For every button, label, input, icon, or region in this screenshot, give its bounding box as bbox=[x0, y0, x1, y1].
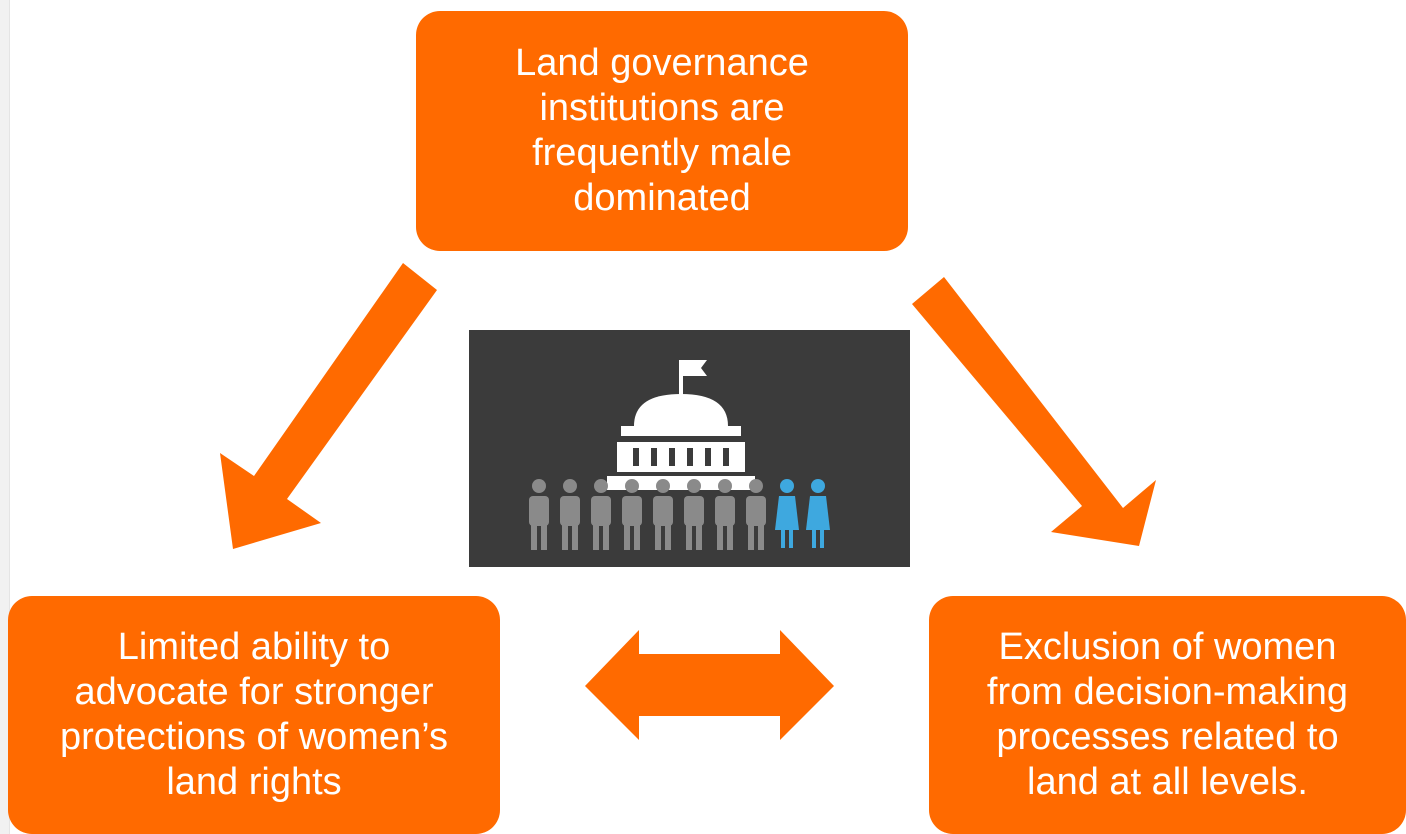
double-arrow-left-right bbox=[585, 630, 834, 740]
government-building-with-people-icon bbox=[469, 330, 910, 567]
man-figure-icon bbox=[746, 479, 766, 550]
slide-left-edge bbox=[0, 0, 10, 834]
arrow-top-to-left bbox=[220, 263, 437, 549]
node-left-text: Limited ability to advocate for stronger… bbox=[60, 626, 448, 803]
node-top-text: Land governance institutions are frequen… bbox=[515, 42, 809, 219]
arrow-top-to-right bbox=[912, 277, 1156, 546]
man-figure-icon bbox=[684, 479, 704, 550]
man-figure-icon bbox=[529, 479, 549, 550]
dome-icon bbox=[634, 394, 728, 426]
man-figure-icon bbox=[622, 479, 642, 550]
building-base bbox=[607, 476, 755, 490]
flag-icon bbox=[683, 360, 707, 376]
node-male-dominated-institutions: Land governance institutions are frequen… bbox=[416, 11, 908, 251]
woman-figure-icon bbox=[775, 479, 799, 548]
man-figure-icon bbox=[653, 479, 673, 550]
man-figure-icon bbox=[591, 479, 611, 550]
people-row-icon bbox=[529, 479, 830, 550]
flag-pole bbox=[679, 360, 683, 400]
man-figure-icon bbox=[715, 479, 735, 550]
woman-figure-icon bbox=[806, 479, 830, 548]
building-columns bbox=[633, 448, 729, 466]
node-limited-advocacy: Limited ability to advocate for stronger… bbox=[8, 596, 500, 834]
man-figure-icon bbox=[560, 479, 580, 550]
dome-base bbox=[621, 426, 741, 436]
node-exclusion-from-decision-making: Exclusion of women from decision-making … bbox=[929, 596, 1406, 834]
node-right-text: Exclusion of women from decision-making … bbox=[986, 626, 1349, 803]
